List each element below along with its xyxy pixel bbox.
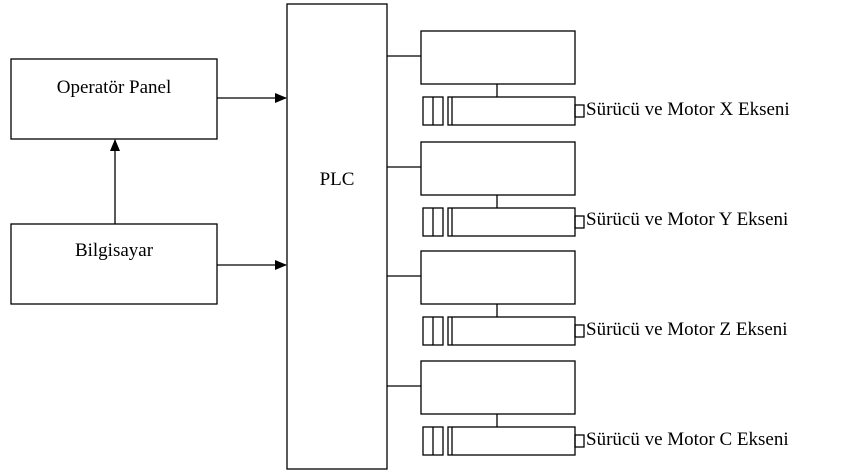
axis-z-module: Sürücü ve Motor Z Ekseni	[387, 250, 788, 346]
operator-panel-label: Operatör Panel	[57, 77, 171, 98]
driver-box	[420, 360, 576, 415]
motor-body	[447, 316, 576, 346]
motor-shaft	[574, 324, 585, 338]
motor-shaft	[574, 104, 585, 118]
computer-label: Bilgisayar	[75, 240, 154, 261]
operator-panel-block: Operatör Panel	[10, 58, 218, 140]
plc-block: PLC	[286, 3, 388, 470]
motor-body	[447, 207, 576, 237]
axis-x-label: Sürücü ve Motor X Ekseni	[586, 99, 790, 120]
axis-c-label: Sürücü ve Motor C Ekseni	[586, 429, 789, 450]
axis-x-module: Sürücü ve Motor X Ekseni	[387, 30, 790, 126]
plc-label: PLC	[320, 169, 355, 190]
driver-box	[420, 141, 576, 196]
motor-shaft	[574, 434, 585, 448]
axis-y-module: Sürücü ve Motor Y Ekseni	[387, 141, 788, 237]
axis-z-label: Sürücü ve Motor Z Ekseni	[586, 319, 788, 340]
axis-c-module: Sürücü ve Motor C Ekseni	[387, 360, 789, 456]
driver-box	[420, 30, 576, 85]
driver-box	[420, 250, 576, 305]
axis-y-label: Sürücü ve Motor Y Ekseni	[586, 209, 788, 230]
motor-body	[447, 426, 576, 456]
computer-block: Bilgisayar	[10, 223, 218, 305]
motor-shaft	[574, 215, 585, 229]
motor-body	[447, 96, 576, 126]
